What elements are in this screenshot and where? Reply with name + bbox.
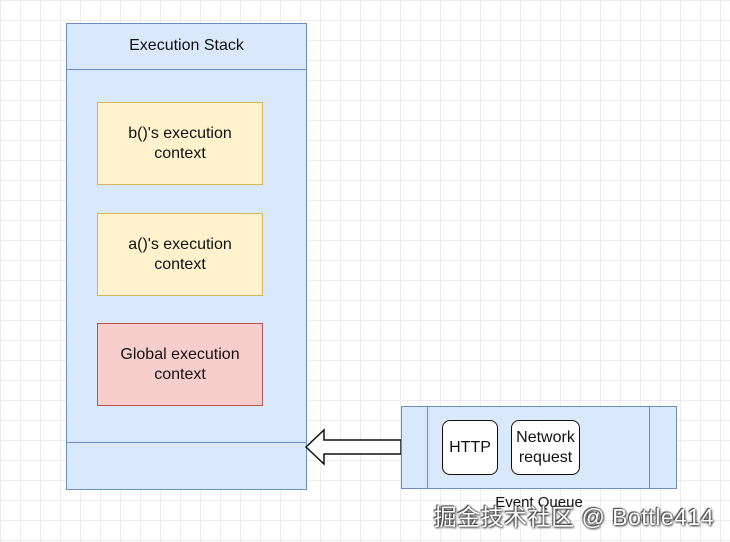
execution-stack-title: Execution Stack [66,23,307,70]
http-item: HTTP [442,420,498,475]
global-execution-context: Global execution context [97,323,263,406]
queue-left-divider [427,406,428,489]
a-execution-context: a()'s execution context [97,213,263,296]
b-execution-context: b()'s execution context [97,102,263,185]
queue-right-divider [649,406,650,489]
network-request-item: Network request [511,420,580,475]
event-queue-label: Event Queue [495,494,583,511]
stack-footer-divider [66,442,307,443]
queue-to-stack-arrow [304,428,402,466]
watermark: 掘金技术社区 @ Bottle414 [433,504,714,530]
